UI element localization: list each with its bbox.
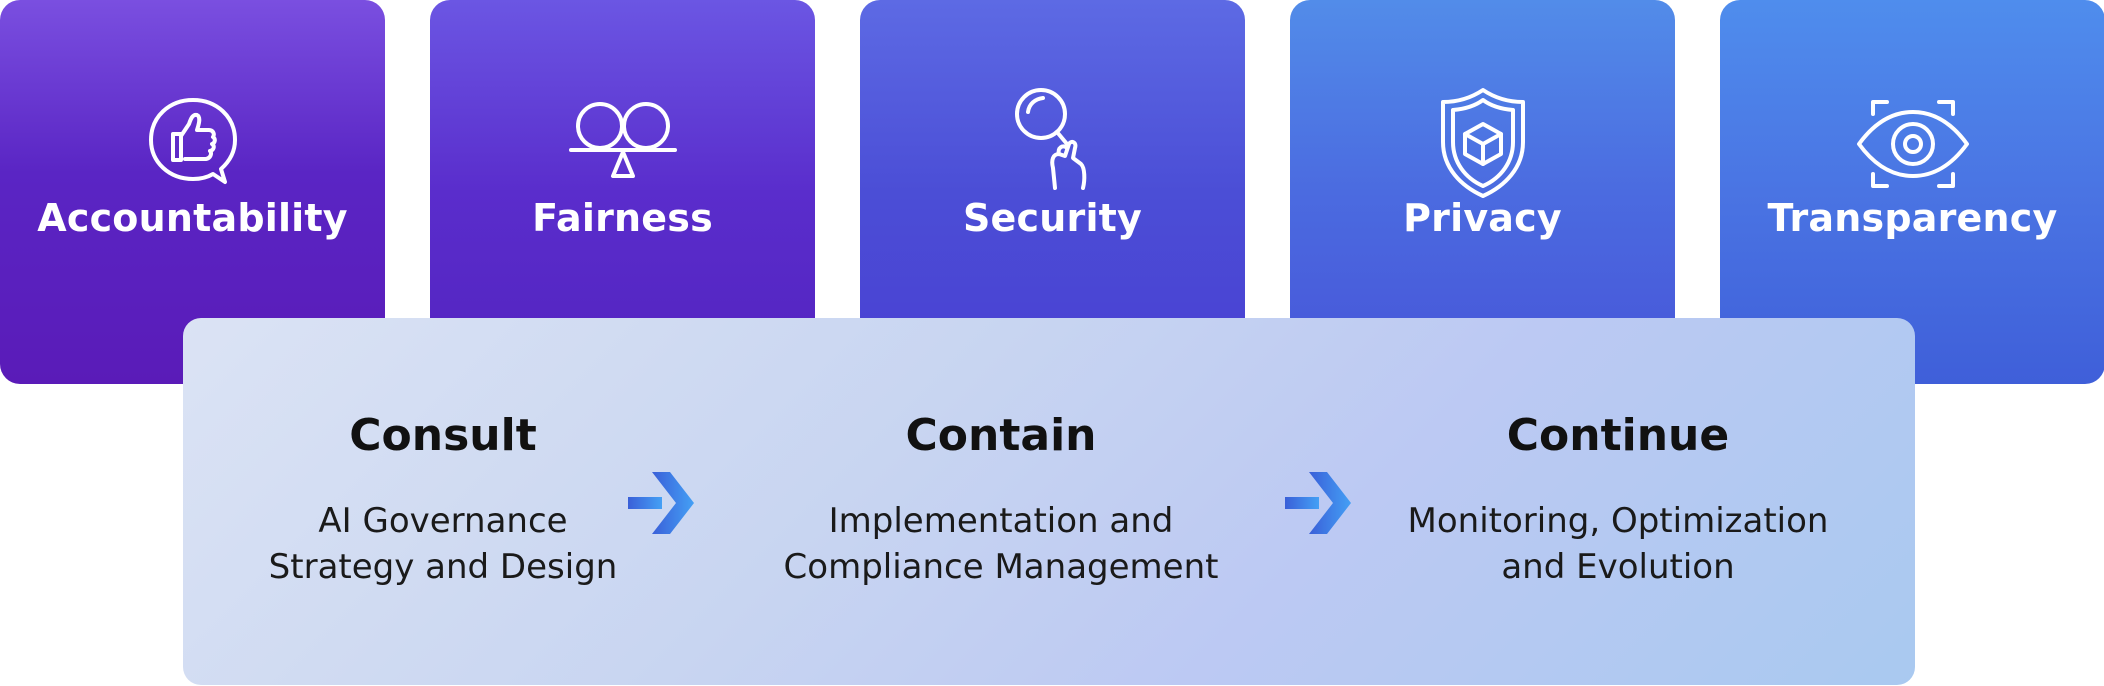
step-description-line: AI Governance <box>318 501 568 541</box>
step-title: Continue <box>1506 410 1730 461</box>
principle-label: Privacy <box>1403 196 1562 240</box>
thumbs-up-chat-icon <box>133 84 253 204</box>
principle-label: Fairness <box>532 196 713 240</box>
step-description-line: Strategy and Design <box>268 547 618 587</box>
step-description-line: Compliance Management <box>783 547 1219 587</box>
principle-label: Security <box>962 196 1143 240</box>
chevron-arrow-right-icon <box>626 468 696 538</box>
step-description-line: Monitoring, Optimization <box>1407 501 1829 541</box>
process-step-contain: Contain Implementation and Compliance Ma… <box>741 318 1261 685</box>
process-step-continue: Continue Monitoring, Optimization and Ev… <box>1358 318 1878 685</box>
magnifier-hand-icon <box>993 84 1113 204</box>
principle-label: Accountability <box>37 196 348 240</box>
step-description: Implementation and Compliance Management <box>741 498 1261 590</box>
step-title: Contain <box>905 410 1097 461</box>
step-description-line: and Evolution <box>1501 547 1735 587</box>
step-description: Monitoring, Optimization and Evolution <box>1358 498 1878 590</box>
process-step-consult: Consult AI Governance Strategy and Desig… <box>183 318 703 685</box>
eye-scan-icon <box>1853 84 1973 204</box>
step-description-line: Implementation and <box>828 501 1174 541</box>
step-title: Consult <box>349 410 537 461</box>
chevron-arrow-right-icon <box>1283 468 1353 538</box>
shield-cube-icon <box>1423 84 1543 204</box>
balance-scale-icon <box>563 84 683 204</box>
step-description: AI Governance Strategy and Design <box>183 498 703 590</box>
process-panel: Consult AI Governance Strategy and Desig… <box>183 318 1915 685</box>
principle-label: Transparency <box>1767 196 2058 240</box>
